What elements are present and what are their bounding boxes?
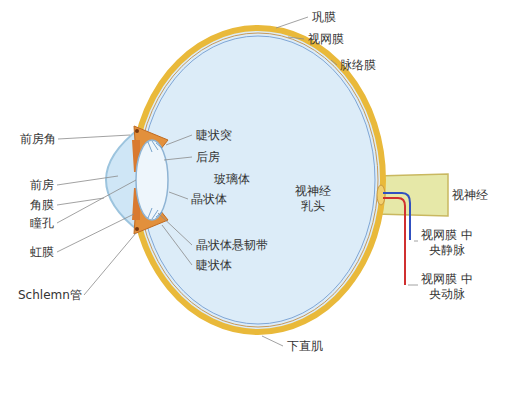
- part-label: 睫状突: [196, 128, 232, 143]
- zonules: [148, 141, 162, 219]
- choroid: [138, 33, 378, 327]
- part-label: 下直肌: [287, 339, 323, 354]
- part-label: 虹膜: [30, 245, 54, 260]
- part-label: 晶状体: [191, 192, 227, 207]
- part-label: Schlemn管: [18, 288, 82, 303]
- optic-nerve: [376, 174, 448, 216]
- part-label: 玻璃体: [214, 172, 250, 187]
- anterior-chamber: [106, 128, 140, 232]
- part-label: 后房: [196, 150, 220, 165]
- part-label: 视网膜 中央静脉: [420, 228, 474, 258]
- part-label: 视神经: [452, 188, 488, 203]
- part-label: 视神经 乳头: [290, 184, 336, 214]
- part-label: 视网膜: [308, 32, 344, 47]
- part-label: 巩膜: [312, 10, 336, 25]
- schlemm-canal: [135, 227, 139, 231]
- part-label: 瞳孔: [30, 216, 54, 231]
- sclera: [133, 28, 383, 332]
- part-label: 前房: [30, 178, 54, 193]
- cornea: [106, 128, 140, 232]
- part-label: 脉络膜: [340, 58, 376, 73]
- central-artery: [383, 198, 405, 285]
- schlemm-canal: [135, 129, 139, 133]
- lens: [136, 140, 168, 220]
- leader-lines: [57, 17, 418, 346]
- part-label: 视网膜 中央动脉: [420, 272, 474, 302]
- retina: [141, 36, 375, 324]
- part-label: 晶状体悬韧带: [196, 238, 268, 253]
- part-label: 睫状体: [196, 258, 232, 273]
- part-label: 角膜: [30, 198, 54, 213]
- optic-disc: [377, 185, 385, 205]
- part-label: 前房角: [20, 132, 56, 147]
